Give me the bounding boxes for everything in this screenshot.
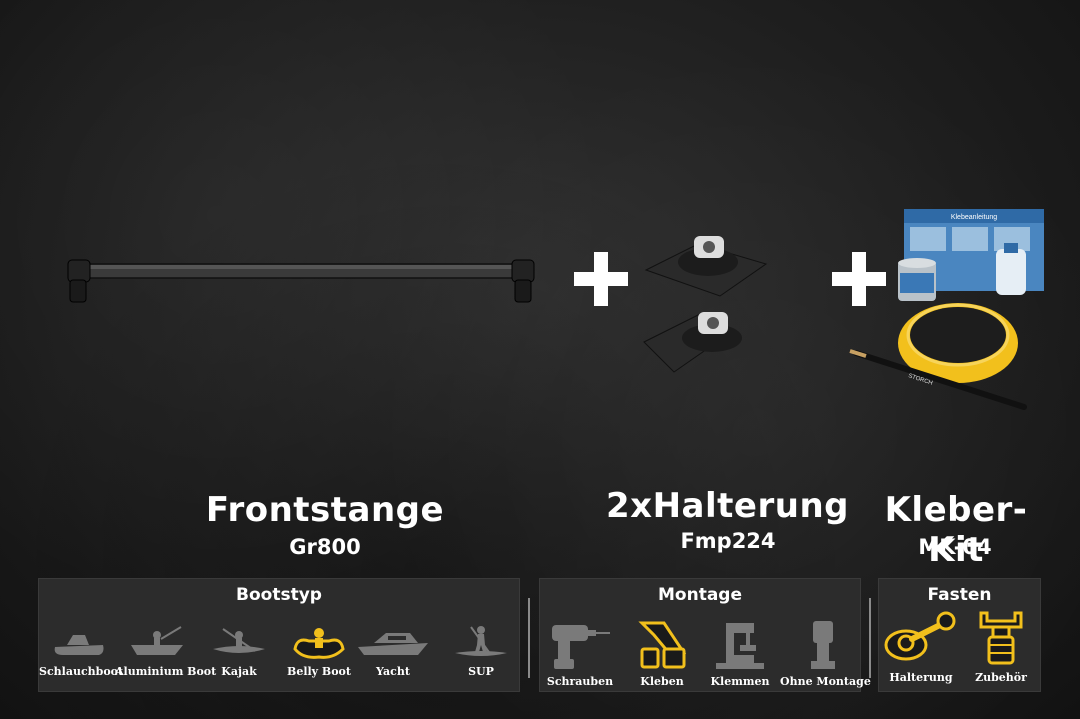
option-label: Yacht [376, 665, 410, 678]
option-schrauben[interactable]: Schrauben [540, 619, 620, 688]
product-title-frontstange: Frontstange [205, 490, 445, 530]
product-subtitle-frontstange: Gr800 [289, 535, 361, 559]
boat-type-panel: Bootstyp Schlauchboot Aluminium Boot Kaj… [38, 578, 520, 692]
glue-kit-image: Klebeanleitung STORCH [849, 209, 1044, 410]
option-aluminium-boot[interactable]: Aluminium Boot [115, 625, 217, 678]
panel-divider [869, 598, 871, 678]
option-yacht[interactable]: Yacht [353, 625, 433, 678]
front-bar-image [67, 259, 535, 303]
product-subtitle-kleber-kit: MK-04 [918, 535, 992, 559]
option-label: Zubehör [975, 671, 1027, 684]
plus-icon [574, 252, 628, 306]
kit-card-title: Klebeanleitung [951, 214, 997, 221]
product-subtitle-halterung: Fmp224 [680, 529, 776, 553]
fasten-panel: Fasten Halterung Zubehör [878, 578, 1041, 692]
product-title-kleber-kit: Kleber-Kit [884, 490, 1028, 570]
option-klemmen[interactable]: Klemmen [700, 619, 780, 688]
option-kleben[interactable]: Kleben [622, 619, 702, 688]
drill-icon [552, 625, 610, 669]
option-schlauchboot[interactable]: Schlauchboot [39, 625, 124, 678]
sup-icon [455, 626, 507, 656]
mount-icon [884, 611, 956, 661]
option-label: Kajak [221, 665, 257, 678]
mounting-panel: Montage Schrauben Kleben Klemmen [539, 578, 871, 692]
belly-boat-icon [293, 628, 345, 659]
option-label: Schlauchboot [39, 665, 124, 678]
option-halterung[interactable]: Halterung [881, 611, 961, 684]
panel-title-montage: Montage [658, 585, 742, 605]
yacht-icon [358, 633, 428, 655]
option-kajak[interactable]: Kajak [199, 625, 279, 678]
option-label: Kleben [640, 675, 684, 688]
option-belly-boot[interactable]: Belly Boot [279, 625, 359, 678]
accessory-icon [979, 611, 1023, 665]
option-label: Halterung [889, 671, 953, 684]
option-label: Ohne Montage [780, 675, 871, 688]
option-label: Aluminium Boot [115, 665, 217, 678]
option-label: Klemmen [710, 675, 770, 688]
option-zubehoer[interactable]: Zubehör [961, 611, 1041, 684]
option-label: Schrauben [546, 675, 614, 688]
inflatable-boat-icon [54, 635, 104, 655]
option-ohne-montage[interactable]: Ohne Montage [780, 619, 871, 688]
kayak-icon [213, 628, 265, 653]
panel-title-fasten: Fasten [927, 585, 992, 605]
product-title-halterung: 2xHalterung [606, 486, 849, 526]
aluminium-boat-icon [131, 626, 183, 655]
option-sup[interactable]: SUP [441, 625, 521, 678]
mount-pair-image [643, 236, 768, 373]
option-label: SUP [468, 665, 494, 678]
clamp-icon [716, 623, 764, 669]
no-mount-icon [811, 621, 835, 669]
plus-icon [832, 252, 886, 306]
glue-icon [638, 621, 687, 669]
option-label: Belly Boot [287, 665, 351, 678]
panel-divider [528, 598, 530, 678]
panel-title-bootstyp: Bootstyp [236, 585, 322, 605]
